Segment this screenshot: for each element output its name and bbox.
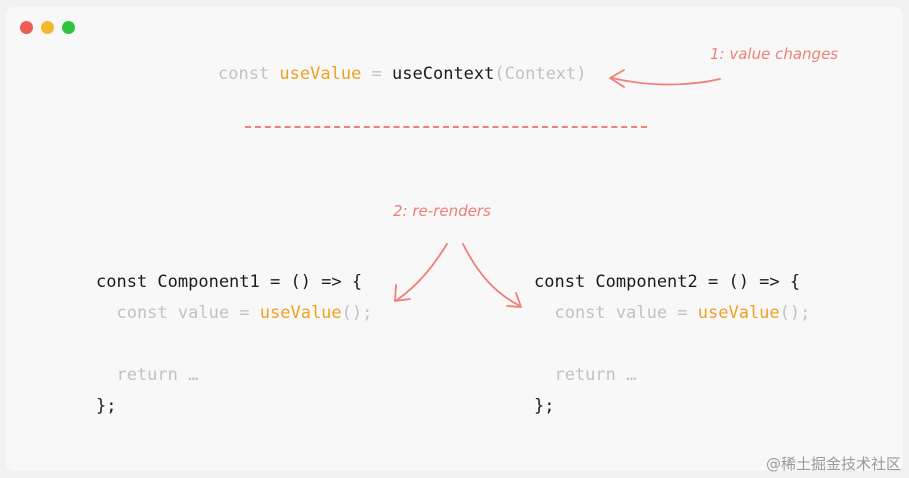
component1-hook-line-pre: const value = [96, 303, 260, 323]
assign-operator: = [361, 64, 393, 84]
component1-closing: }; [96, 396, 117, 416]
arrow-to-use-context-head [609, 69, 625, 88]
component2-hook-call: useValue [697, 303, 780, 323]
component1-hook-line-post: (); [341, 303, 373, 323]
annotation-value-changes: 1: value changes [710, 45, 839, 63]
component2-hook-line-pre: const value = [534, 303, 698, 323]
window-frame [6, 7, 903, 471]
watermark-text: @稀土掘金技术社区 [765, 455, 901, 473]
component2-hook-line-post: (); [779, 303, 811, 323]
const-keyword: const [218, 64, 280, 84]
arrow-to-component1 [396, 243, 448, 301]
component2-declaration: const Component2 = () => { [534, 272, 801, 292]
use-context-call: useContext [392, 64, 495, 84]
use-value-identifier: useValue [279, 64, 362, 84]
maximize-button[interactable] [62, 21, 75, 34]
minimize-button[interactable] [41, 21, 54, 34]
close-button[interactable] [20, 21, 33, 34]
arrow-to-component2-head [506, 292, 522, 308]
context-code-line: const useValue = useContext(Context) [218, 66, 587, 83]
component1-declaration: const Component1 = () => { [96, 272, 363, 292]
arrow-to-use-context [611, 77, 721, 86]
arrow-to-component1-head [394, 284, 411, 302]
annotation-re-renders: 2: re-renders [393, 202, 491, 220]
component2-closing: }; [534, 396, 555, 416]
component1-hook-line: const value = useValue(); [96, 305, 372, 322]
component2-return-line: return … [534, 365, 637, 385]
component2-hook-line: const value = useValue(); [534, 305, 810, 322]
dashed-divider [245, 126, 647, 128]
component1-hook-call: useValue [259, 303, 342, 323]
component1-return-line: return … [96, 365, 199, 385]
context-argument: (Context) [494, 64, 587, 84]
arrow-to-component2 [462, 243, 521, 307]
